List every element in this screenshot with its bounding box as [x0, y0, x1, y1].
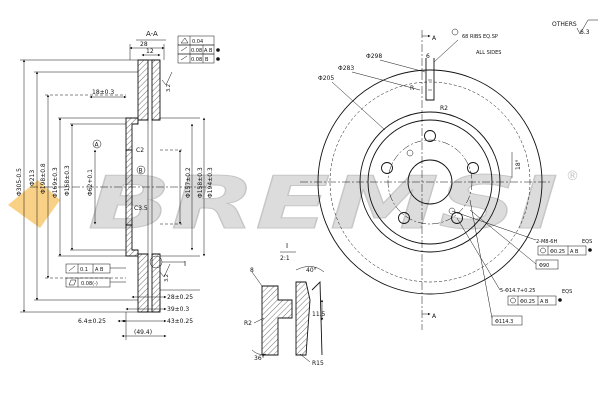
detail-dim-8: 8: [250, 267, 254, 274]
thread-note: 2-M8-6H: [536, 239, 557, 245]
detail-r2: R2: [244, 320, 252, 327]
section-a-bottom: A: [432, 313, 437, 320]
all-sides-note: ALL SIDES: [476, 50, 501, 56]
angle-18: 18°: [515, 159, 522, 170]
dim-phi-298: Φ298: [366, 53, 382, 60]
holes-note: 5-Φ14.7+0.25: [500, 288, 535, 294]
datum-b-marker: B: [139, 168, 143, 175]
dim-thickness-28: 28: [140, 41, 148, 48]
detail-dim-11-5: 11.5: [312, 311, 326, 318]
watermark: BREMSI ®: [8, 161, 579, 246]
thread-tol-ref: A B: [570, 249, 579, 255]
section-view-label: A-A: [146, 30, 158, 38]
disc-section-profile: [125, 59, 161, 313]
detail-label: I: [286, 242, 288, 250]
detail-r15: R15: [312, 360, 324, 367]
label-r2: R2: [440, 105, 448, 112]
watermark-registered: ®: [566, 169, 579, 184]
roughness-others: OTHERS: [552, 21, 577, 28]
roughness-value: 6.3: [580, 29, 590, 36]
dim-phi-213: Φ213: [29, 170, 36, 186]
holes-tol: Φ0.25: [520, 299, 535, 305]
dim-thickness-12: 12: [146, 48, 154, 55]
section-view: A-A: [16, 30, 214, 340]
gdt-top-row3-value: 0.08: [191, 57, 202, 63]
ribs-note: 68 RIBS EQ.SP: [462, 34, 498, 40]
dim-39: 39±0.3: [167, 306, 189, 313]
datum-a-marker: A: [95, 142, 100, 149]
dim-phi-90: Φ90: [539, 263, 549, 269]
section-a-top: A: [432, 35, 437, 42]
gdt-top-row2-ref: A B: [204, 48, 213, 54]
dim-phi-168: Φ168±0.3: [64, 165, 71, 196]
roughness-top: 3.2: [166, 84, 172, 92]
dim-49-4: (49.4): [134, 329, 152, 336]
gdt-left-row1-ref: A B: [95, 267, 104, 273]
diameter-dimensions: Φ305-0.5 Φ213 Φ198±0.8 Φ169±0.3 Φ168±0.3…: [16, 59, 214, 313]
chamfer-c3-5: C3.5: [134, 205, 148, 212]
watermark-brand: BREMSI: [88, 161, 558, 245]
chamfer-c2: C2: [136, 147, 144, 154]
dim-6-4: 6.4±0.25: [78, 318, 106, 325]
dim-28: 28±0.25: [167, 294, 193, 301]
bottom-dimensions: 28±0.25 39±0.3 43±0.25 6.4±0.25 (49.4): [78, 289, 200, 340]
detail-scale: 2:1: [280, 255, 290, 262]
roughness-note: OTHERS 6.3: [552, 19, 598, 36]
dim-phi-114-3: Φ114.3: [495, 319, 513, 325]
dim-phi-169: Φ169±0.3: [52, 167, 59, 198]
dim-6: 6: [426, 53, 430, 60]
front-view: A A 68 RIBS EQ.SP ALL SIDES Φ298: [300, 28, 592, 330]
dim-phi-157: Φ157±0.2: [185, 167, 192, 198]
gdt-top-row1-value: 0.04: [192, 39, 203, 45]
detail-angle-36: 36°: [254, 355, 265, 362]
gdt-top-row3-ref: B: [205, 57, 209, 63]
detail-angle-40: 40°: [306, 267, 317, 274]
detail-view: I 2:1 8 40° R2 11.5 36° R15: [244, 242, 326, 367]
thread-tol: Φ0.25: [550, 249, 565, 255]
gdt-top-row2-value: 0.08: [191, 48, 202, 54]
eqs-1: EQS: [582, 239, 592, 245]
dim-phi-283: Φ283: [338, 65, 354, 72]
gdt-left-frames: 0.1 A B 0.08(-): [65, 263, 126, 288]
dim-phi-158: Φ158±0.3: [197, 167, 204, 198]
dim-phi-205: Φ205: [318, 75, 334, 82]
label-r: R: [410, 85, 414, 92]
gdt-left-row1-value: 0.1: [80, 267, 88, 273]
dim-phi-194: Φ194±0.3: [207, 167, 214, 198]
gdt-left-row2-value: 0.08(-): [81, 281, 98, 287]
section-mark-i: I: [184, 260, 186, 268]
dim-43: 43±0.25: [167, 318, 193, 325]
dim-phi-62: Φ62+0.1: [87, 169, 94, 196]
dim-phi-305: Φ305-0.5: [16, 168, 23, 196]
disc-hat-circle: [359, 111, 501, 253]
gdt-top-frames: 0.04 0.08 A B 0.08 B: [177, 35, 220, 64]
dim-hat-depth: 18±0.3: [92, 89, 114, 96]
disc-center-bore: [407, 159, 453, 205]
holes-tol-ref: A B: [540, 299, 549, 305]
roughness-bottom: 3.2: [164, 274, 170, 282]
dim-phi-198: Φ198±0.8: [40, 163, 47, 194]
eqs-2: EQS: [562, 289, 572, 295]
